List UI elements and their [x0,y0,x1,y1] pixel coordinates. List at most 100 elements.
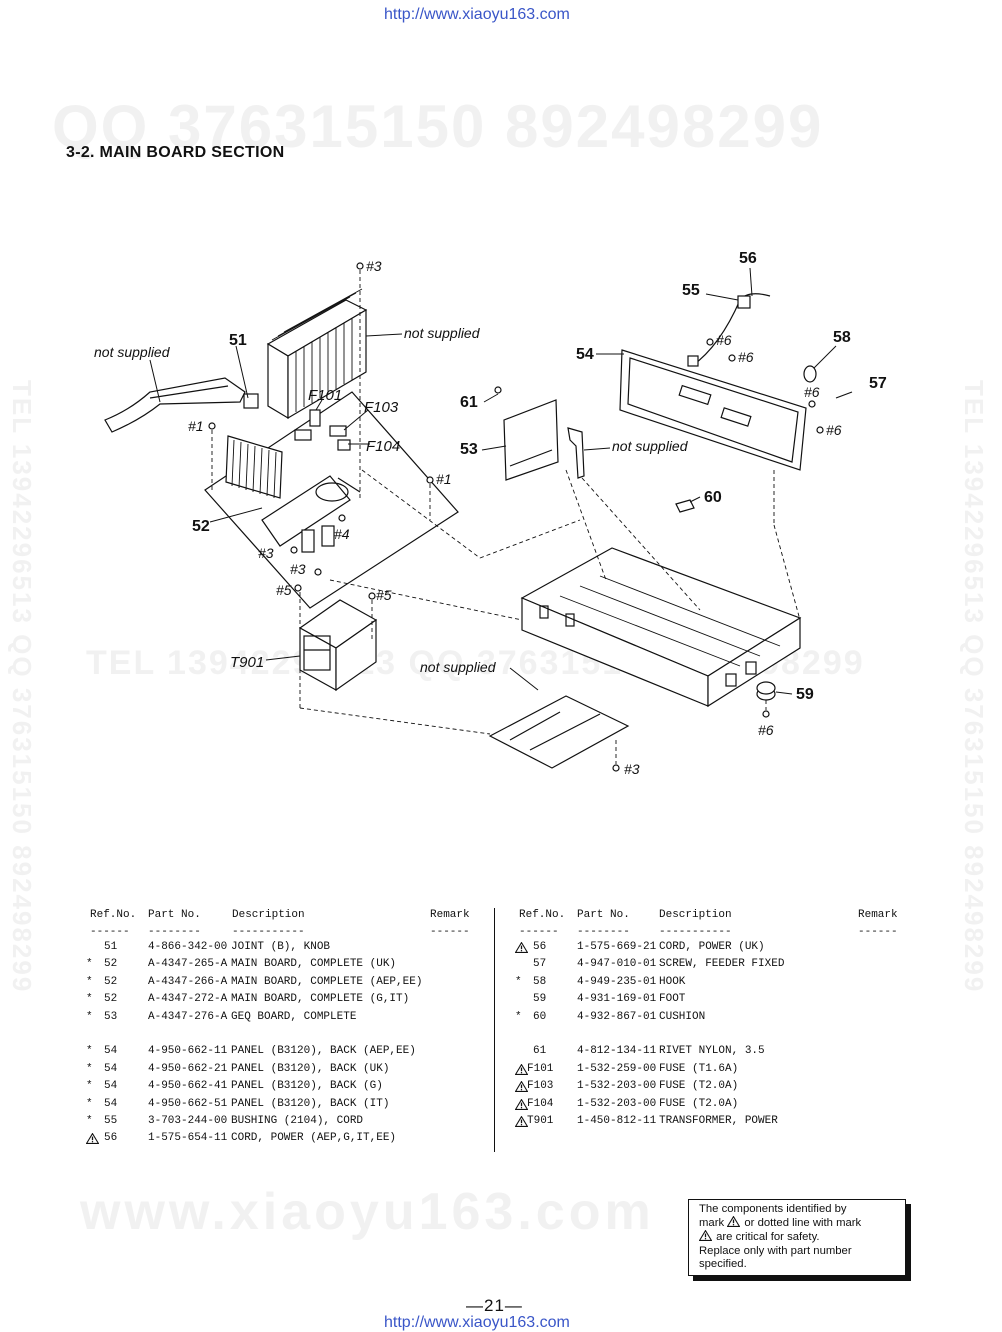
source-url-bottom[interactable]: http://www.xiaoyu163.com [384,1314,570,1331]
part-no: 1-450-812-11 [577,1114,657,1127]
part-description: PANEL (B3120), BACK (G) [231,1080,383,1093]
col-header-remark: Remark [858,909,898,921]
part-no: 3-703-244-00 [148,1114,228,1127]
main-board-cutout [261,475,351,547]
part-description: MAIN BOARD, COMPLETE (G,IT) [231,993,410,1006]
dash-ref: ------ [519,926,559,938]
part-no: 4-950-662-21 [148,1062,228,1075]
part-no: 4-950-662-51 [148,1097,228,1110]
page-number: —21— [466,1296,523,1315]
col-header-part: Part No. [577,909,630,921]
side-watermark-left: TEL 13942296513 QQ 376315150 892498299 [7,380,37,994]
ref-label-f104: F104 [366,438,400,455]
knob-joint-lever [104,377,246,433]
part-description: PANEL (B3120), BACK (IT) [231,1097,390,1110]
part-description: FUSE (T2.0A) [659,1097,739,1110]
part-description: MAIN BOARD, COMPLETE (AEP,EE) [231,975,423,988]
dash-desc: ----------- [659,926,732,938]
safety-warning-icon [515,1063,528,1075]
warning-triangle-icon [727,1216,741,1228]
ref-label-t901: T901 [230,654,264,671]
not-supplied-label-bracket: not supplied [612,438,689,454]
screw-label-6-c: #6 [804,384,820,400]
ref-label-f101: F101 [308,387,342,404]
chassis-frame [520,547,802,708]
dash-remark: ------ [858,926,898,938]
safety-warning-icon [86,1133,99,1145]
callout-53: 53 [460,441,478,458]
new-part-mark: * [86,1080,93,1093]
part-description: PANEL (B3120), BACK (UK) [231,1062,390,1075]
callout-60: 60 [704,489,722,506]
part-no: 4-950-662-41 [148,1080,228,1093]
new-part-mark: * [86,975,93,988]
col-header-remark: Remark [430,909,470,921]
part-description: FUSE (T2.0A) [659,1080,739,1093]
part-no: 4-812-134-11 [577,1045,657,1058]
col-header-desc: Description [232,909,305,921]
part-no: 4-950-662-11 [148,1045,228,1058]
new-part-mark: * [86,958,93,971]
parts-table-left: Ref.No. Part No. Description Remark ----… [86,907,470,1148]
new-part-mark: * [515,975,522,988]
ref-no: 58 [533,975,547,988]
new-part-mark: * [515,1010,522,1023]
part-description: RIVET NYLON, 3.5 [659,1045,765,1058]
screw-label-3-a: #3 [258,545,274,561]
section-title: 3-2. MAIN BOARD SECTION [66,144,285,161]
dash-desc: ----------- [232,926,305,938]
screw-label-3-top: #3 [366,258,382,274]
notice-line-2b: or dotted line with mark [744,1217,862,1230]
part-no: 4-932-867-01 [577,1010,657,1023]
callout-61: 61 [460,394,478,411]
ref-no: T901 [527,1114,554,1127]
warning-triangle-icon [699,1230,712,1242]
notice-line-5: specified. [699,1257,747,1270]
table-divider [494,908,495,1152]
table-gap [519,1026,899,1043]
ref-no: F104 [527,1097,554,1110]
col-header-desc: Description [659,909,732,921]
side-watermark-right: TEL 13942296513 QQ 376315150 892498299 [959,380,989,994]
part-description: FUSE (T1.6A) [659,1062,739,1075]
screw-label-6-b: #6 [738,349,754,365]
new-part-mark: * [86,1010,93,1023]
ref-no: 54 [104,1045,118,1058]
safety-warning-icon [515,1098,528,1110]
ref-no: 54 [104,1080,118,1093]
ref-no: 52 [104,958,118,971]
ref-no: 56 [533,941,547,953]
source-url-top[interactable]: http://www.xiaoyu163.com [384,6,570,23]
screw-label-5-b: #5 [376,587,392,603]
transformer-body [298,599,378,692]
part-no: A-4347-266-A [148,975,228,988]
callout-59: 59 [796,686,814,703]
new-part-mark: * [86,993,93,1006]
part-description: CORD, POWER (UK) [659,941,765,953]
part-description: CUSHION [659,1010,706,1023]
bottom-board [488,695,630,769]
ref-no: 57 [533,958,547,971]
site-watermark: www.xiaoyu163.com [80,1183,655,1241]
notice-line-1: The components identified by [699,1203,847,1215]
safety-warning-icon [515,942,528,953]
screw-label-5-a: #5 [276,582,292,598]
ref-no: F101 [527,1062,554,1075]
parts-table-right: Ref.No. Part No. Description Remark ----… [515,907,899,1130]
ref-no: 60 [533,1010,547,1023]
dash-part: -------- [577,926,630,938]
callout-56: 56 [739,250,757,267]
ref-no: 51 [104,941,118,953]
